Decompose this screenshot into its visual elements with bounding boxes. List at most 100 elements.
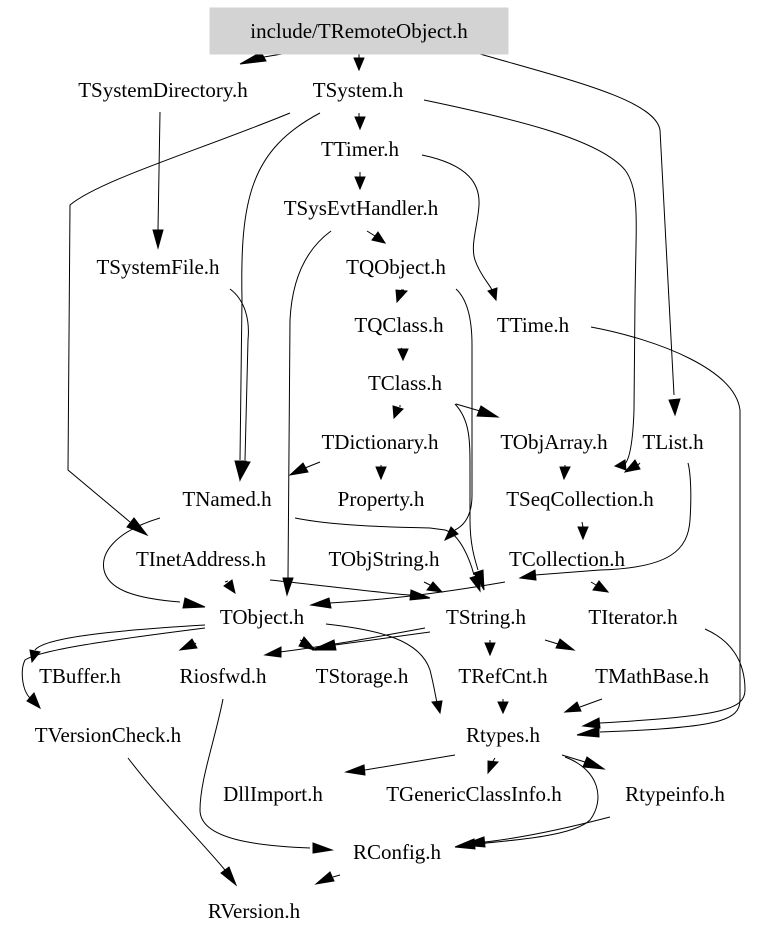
arrow-head-icon — [309, 597, 332, 609]
node-tdictionary[interactable]: TDictionary.h — [321, 430, 439, 454]
edge-line — [329, 581, 506, 604]
edge-tobject-to-rtypes — [325, 623, 443, 715]
node-trefcnt[interactable]: TRefCnt.h — [458, 664, 548, 688]
node-titerator[interactable]: TIterator.h — [588, 605, 678, 629]
node-tgenericclassinfo[interactable]: TGenericClassInfo.h — [386, 782, 562, 806]
node-tsystemdirectory[interactable]: TSystemDirectory.h — [78, 78, 248, 102]
edge-tobjstring-to-tstring — [423, 581, 444, 593]
node-label: TCollection.h — [509, 547, 626, 571]
arrow-head-icon — [371, 231, 387, 244]
node-label: Property.h — [338, 487, 425, 511]
edge-rconfig-to-rversion — [314, 871, 341, 885]
edge-tstring-to-tstorage — [311, 631, 431, 651]
node-label: TInetAddress.h — [136, 547, 267, 571]
node-label: TQClass.h — [354, 313, 444, 337]
arrow-head-icon — [497, 701, 509, 715]
node-rtypes[interactable]: Rtypes.h — [466, 723, 541, 747]
edge-tqobject-to-tqclass — [395, 289, 409, 304]
node-label: TVersionCheck.h — [35, 723, 182, 747]
edge-line — [421, 154, 493, 291]
edge-tlist-to-tseqcollection — [623, 459, 641, 473]
edge-line — [579, 698, 603, 708]
edge-tsysevthandler-to-tqobject — [366, 230, 387, 244]
arrow-head-icon — [487, 287, 498, 302]
arrow-head-icon — [426, 581, 444, 593]
node-rconfig[interactable]: RConfig.h — [353, 840, 442, 864]
edge-line — [34, 624, 206, 651]
edge-rtypeinfo-to-rconfig — [461, 816, 611, 848]
arrow-head-icon — [312, 842, 334, 854]
node-tsystem[interactable]: TSystem.h — [313, 78, 404, 102]
edge-line — [294, 517, 475, 576]
edge-tclass-to-tobjarray — [455, 403, 500, 418]
edge-line — [534, 462, 692, 576]
edge-line — [637, 462, 641, 466]
node-label: TList.h — [642, 430, 704, 454]
arrow-head-icon — [469, 574, 481, 593]
arrow-head-icon — [152, 229, 164, 250]
node-property[interactable]: Property.h — [338, 487, 425, 511]
edge-line — [229, 288, 249, 461]
edge-tcollection-to-titerator — [590, 580, 610, 593]
edge-line — [474, 756, 599, 845]
edge-line — [599, 628, 746, 724]
node-label: TStorage.h — [316, 664, 409, 688]
edge-line — [590, 326, 741, 733]
edge-line — [67, 112, 291, 523]
node-label: Rtypeinfo.h — [625, 782, 725, 806]
arrow-head-icon — [576, 726, 600, 738]
arrow-head-icon — [354, 116, 366, 131]
node-tobject[interactable]: TObject.h — [220, 605, 305, 629]
node-label: TSystem.h — [313, 78, 404, 102]
node-label: DllImport.h — [223, 782, 323, 806]
edge-tsystemfile-to-tnamed — [229, 288, 251, 482]
node-label: TSystemFile.h — [96, 255, 220, 279]
edge-tseqcollection-to-tcollection — [577, 521, 589, 541]
node-tqclass[interactable]: TQClass.h — [354, 313, 444, 337]
node-tclass[interactable]: TClass.h — [368, 371, 443, 395]
node-tnamed[interactable]: TNamed.h — [182, 487, 272, 511]
node-tbuffer[interactable]: TBuffer.h — [39, 664, 121, 688]
edge-line — [332, 874, 341, 878]
edge-tinetaddress-to-tobject — [223, 579, 236, 595]
node-tqobject[interactable]: TQObject.h — [346, 255, 446, 279]
node-ttimer[interactable]: TTimer.h — [321, 137, 399, 161]
edge-line — [239, 112, 321, 461]
node-label: TMathBase.h — [595, 664, 709, 688]
node-tobjstring[interactable]: TObjString.h — [328, 547, 440, 571]
edge-line — [484, 816, 611, 843]
node-label: TString.h — [446, 605, 526, 629]
node-tversioncheck[interactable]: TVersionCheck.h — [35, 723, 182, 747]
node-tsysevthandler[interactable]: TSysEvtHandler.h — [284, 196, 439, 220]
node-tinetaddress[interactable]: TInetAddress.h — [136, 547, 267, 571]
arrow-head-icon — [239, 51, 267, 65]
edge-tstring-to-tmathbase — [544, 638, 576, 651]
node-rversion[interactable]: RVersion.h — [208, 899, 301, 923]
arrow-head-icon — [238, 460, 251, 482]
edge-tdictionary-to-tnamed — [288, 461, 321, 476]
arrow-head-icon — [311, 639, 337, 651]
node-tseqcollection[interactable]: TSeqCollection.h — [506, 487, 654, 511]
node-tstring[interactable]: TString.h — [446, 605, 526, 629]
node-tsystemfile[interactable]: TSystemFile.h — [96, 255, 220, 279]
node-tobjarray[interactable]: TObjArray.h — [500, 430, 608, 454]
node-ttime[interactable]: TTime.h — [497, 313, 570, 337]
node-label: Rtypes.h — [466, 723, 541, 747]
node-tcollection[interactable]: TCollection.h — [509, 547, 626, 571]
node-tstorage[interactable]: TStorage.h — [316, 664, 409, 688]
node-dllimport[interactable]: DllImport.h — [223, 782, 323, 806]
node-layer: include/TRemoteObject.hTSystemDirectory.… — [35, 7, 725, 923]
node-tmathbase[interactable]: TMathBase.h — [595, 664, 709, 688]
edge-tobjarray-to-tseqcollection — [559, 465, 571, 481]
arrow-head-icon — [613, 459, 627, 471]
arrow-head-icon — [182, 597, 206, 609]
arrow-head-icon — [581, 717, 601, 729]
edge-rtypes-to-tgenericclassinfo — [487, 757, 500, 775]
edge-line — [366, 230, 376, 237]
node-root[interactable]: include/TRemoteObject.h — [209, 7, 509, 55]
edge-tqobject-to-tobjstring — [443, 288, 473, 542]
edge-rtypes-to-dllimport — [344, 754, 456, 776]
node-tlist[interactable]: TList.h — [642, 430, 704, 454]
node-rtypeinfo[interactable]: Rtypeinfo.h — [625, 782, 725, 806]
node-riosfwd[interactable]: Riosfwd.h — [180, 664, 267, 688]
